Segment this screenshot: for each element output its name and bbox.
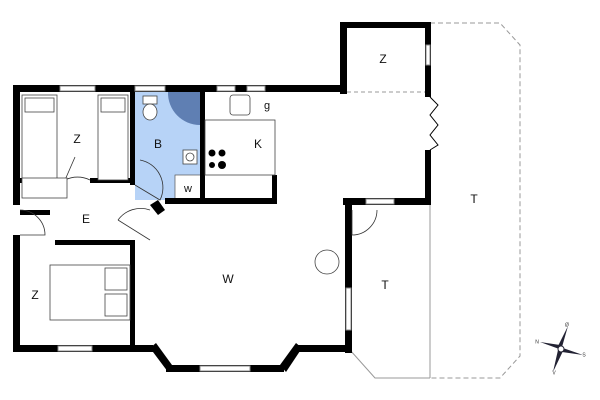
room-label-toilet: w <box>183 183 192 195</box>
room-label-annex: Z <box>379 52 386 66</box>
room-label-kitchen: K <box>254 137 262 151</box>
room-label-bedroom-top: Z <box>73 132 80 146</box>
windows <box>57 44 431 372</box>
compass-west: V <box>552 370 556 376</box>
folding-door[interactable] <box>429 96 439 151</box>
room-label-entrance: E <box>82 212 90 226</box>
terrace-edges <box>347 91 431 379</box>
stove <box>208 149 226 169</box>
compass-south: S <box>582 352 586 358</box>
room-label-terrace-small: T <box>381 278 389 292</box>
shower <box>167 92 200 125</box>
furniture <box>21 94 340 321</box>
terrace-outline <box>430 22 521 379</box>
room-label-storage: g <box>264 100 270 112</box>
door-swings <box>19 156 378 241</box>
compass-north: N <box>535 339 539 345</box>
room-label-bathroom: B <box>154 137 162 151</box>
compass-rose-icon: Ø N S V <box>535 322 586 376</box>
compass-east: Ø <box>565 322 569 328</box>
room-label-bedroom-bottom: Z <box>31 288 38 302</box>
room-label-living: W <box>222 272 234 286</box>
room-label-terrace-large: T <box>470 192 478 206</box>
